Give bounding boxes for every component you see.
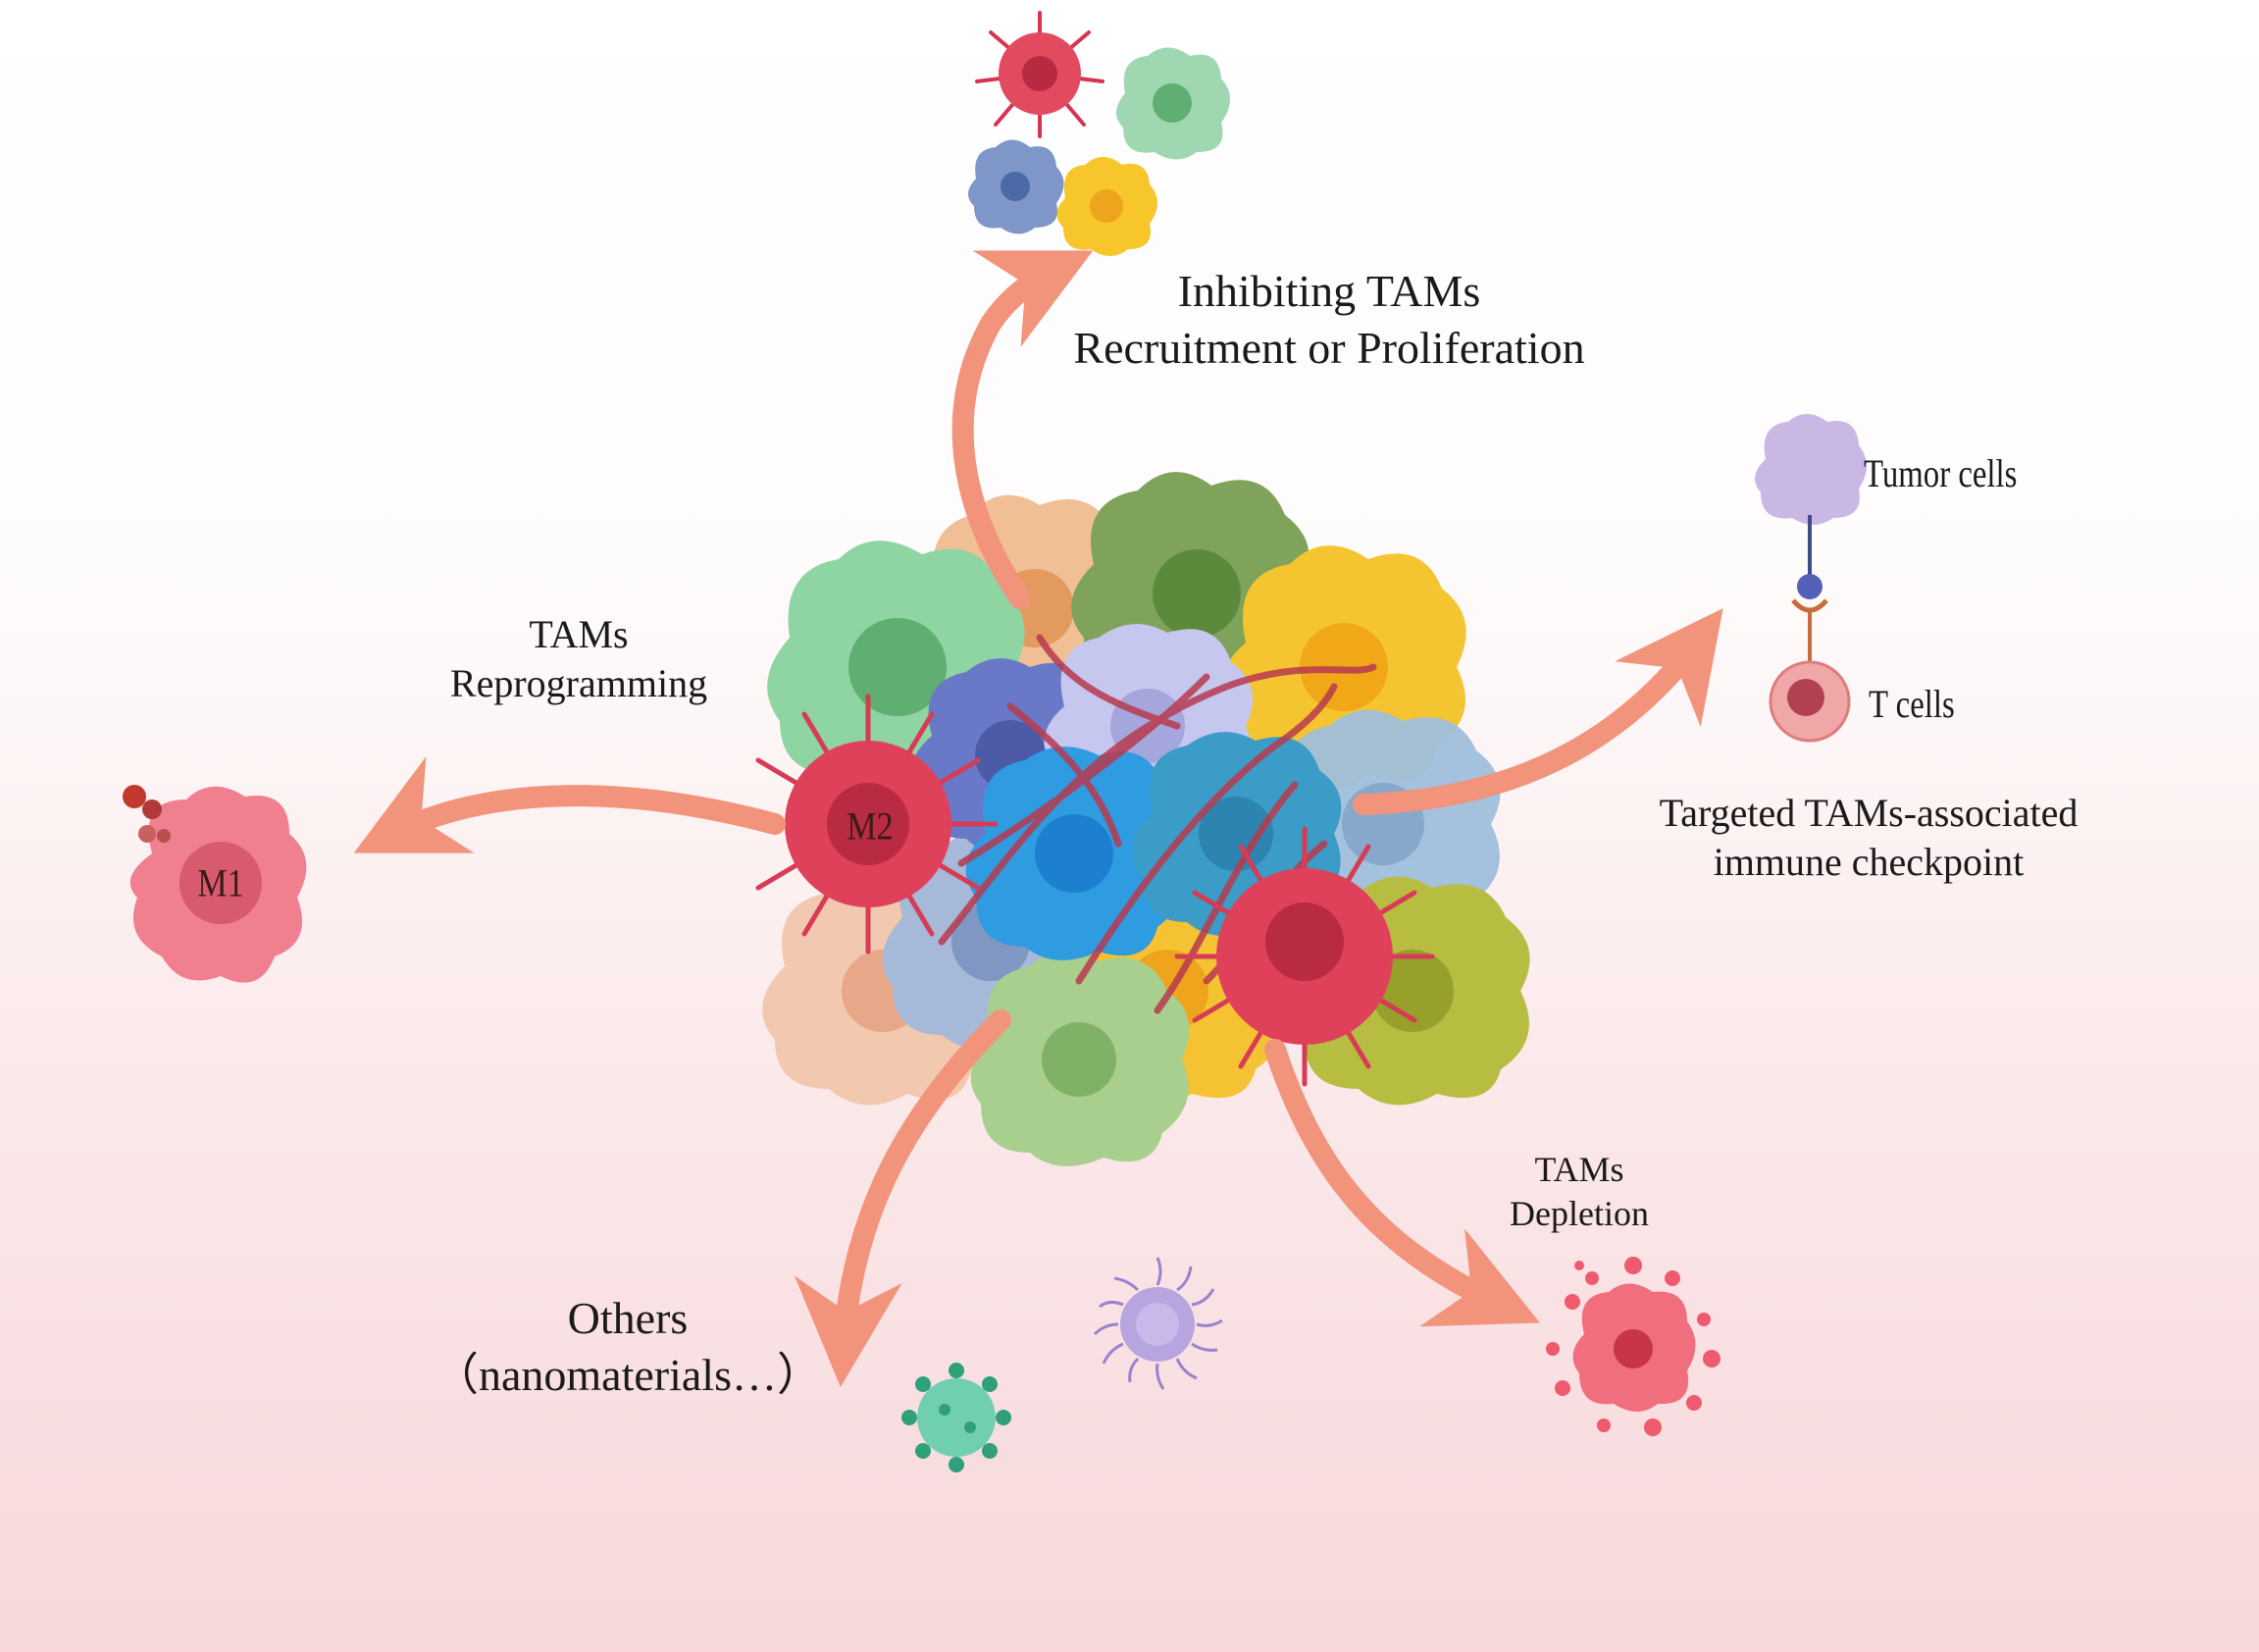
yellow-cell-icon <box>1056 157 1157 256</box>
m1-macrophage <box>123 785 307 983</box>
immune-checkpoint-icon <box>1755 414 1867 743</box>
label-depletion-line2: Depletion <box>1510 1194 1649 1233</box>
label-inhibiting-tams: Inhibiting TAMs Recruitment or Prolifera… <box>1010 263 1648 376</box>
arrow-up <box>951 250 1094 609</box>
t-cell-icon <box>1769 660 1851 743</box>
label-checkpoint-line1: Targeted TAMs-associated <box>1659 791 2079 835</box>
label-others: Others （nanomaterials…） <box>412 1290 844 1403</box>
liposome-icon <box>1093 1257 1223 1390</box>
arrows <box>353 250 1723 1387</box>
label-tams-depletion: TAMs Depletion <box>1481 1148 1677 1236</box>
recruited-cells-group <box>967 11 1230 256</box>
m2-macrophage <box>738 694 999 955</box>
label-reprogramming-line1: TAMs <box>529 612 629 656</box>
label-t-cells: T cells <box>1869 682 1955 726</box>
label-tumor-cells: Tumor cells <box>1864 451 2018 495</box>
label-checkpoint-line2: immune checkpoint <box>1713 840 2025 884</box>
arrow-down-left <box>794 1009 1011 1387</box>
tumor-cell-icon <box>1755 414 1867 525</box>
label-immune-checkpoint: Targeted TAMs-associated immune checkpoi… <box>1609 789 2129 887</box>
pd-1-receptor-icon <box>1791 598 1828 613</box>
blue-cell-icon <box>967 139 1064 234</box>
label-inhibiting-line1: Inhibiting TAMs <box>1177 266 1481 316</box>
pd-l1-receptor-icon <box>1797 574 1823 599</box>
green-cell-icon <box>1115 47 1230 160</box>
arrow-right <box>1353 608 1723 815</box>
apoptotic-cell-icon <box>1546 1257 1720 1436</box>
blood-vessels <box>938 634 1377 1014</box>
label-others-line2: （nanomaterials…） <box>433 1349 822 1400</box>
label-reprogramming-line2: Reprogramming <box>449 661 708 705</box>
label-m2: M2 <box>847 803 894 849</box>
red-cell-icon <box>975 11 1104 138</box>
m1-particles-icon <box>123 785 171 843</box>
nanoparticle-icon <box>901 1363 1011 1472</box>
red-macrophage <box>1174 826 1435 1087</box>
arrow-left <box>353 756 786 853</box>
label-inhibiting-line2: Recruitment or Proliferation <box>1073 322 1585 373</box>
label-m1: M1 <box>197 860 244 905</box>
label-others-line1: Others <box>567 1293 689 1343</box>
macrophage-cell <box>970 950 1190 1166</box>
label-depletion-line1: TAMs <box>1534 1150 1624 1189</box>
arrow-down-right <box>1264 1039 1540 1327</box>
label-tams-reprogramming: TAMs Reprogramming <box>412 610 745 708</box>
